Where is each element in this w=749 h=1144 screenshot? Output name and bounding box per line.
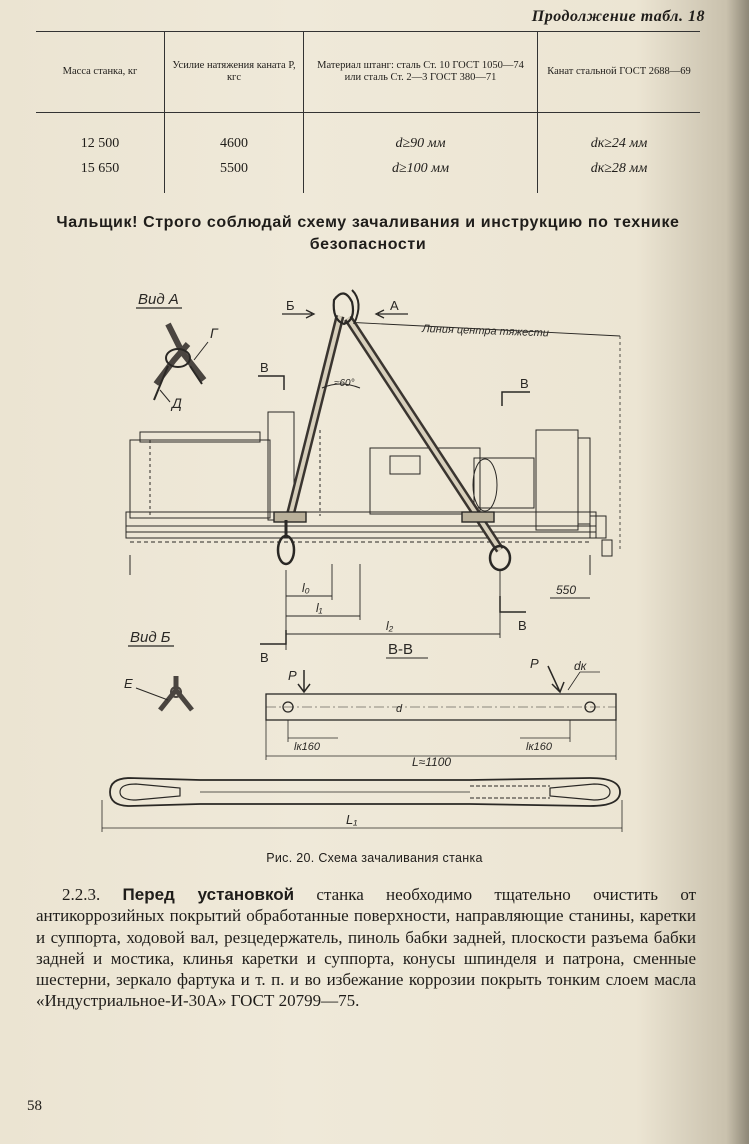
col-header-rod-material: Материал штанг: сталь Ст. 10 ГОСТ 1050—7… — [303, 31, 538, 113]
table-row: 15 650 5500 d≥100 мм dк≥28 мм — [36, 159, 700, 193]
steel-rope-drawing — [101, 777, 623, 832]
table-header-row: Масса станка, кг Усилие натяжения каната… — [36, 31, 700, 113]
cell-rope: dк≥24 мм — [537, 112, 700, 159]
paragraph-number: 2.2.3. — [62, 885, 101, 904]
dim-lk-right: lк160 — [526, 741, 553, 753]
dim-lk-left: lк160 — [294, 741, 321, 753]
section-mark-v1: В — [260, 360, 269, 375]
gravity-line-label: Линия центра тяжести — [421, 323, 549, 339]
view-b-label: Вид Б — [130, 629, 171, 646]
paragraph-text: станка необходимо тщательно очистить от … — [36, 885, 697, 1011]
rod-diameter-label: d — [396, 703, 403, 715]
body-paragraph: 2.2.3. Перед установкой станка необходим… — [36, 884, 696, 1012]
label-a-top: А — [390, 298, 399, 313]
sling-rods — [273, 289, 512, 572]
view-a-label: Вид А — [138, 291, 179, 308]
section-vv-label: В-В — [388, 641, 413, 658]
paragraph-lead: Перед установкой — [122, 885, 295, 904]
page-number: 58 — [27, 1098, 42, 1114]
angle-label: ≈60° — [334, 378, 355, 389]
dimension-lines — [285, 564, 590, 650]
table-continuation-label: Продолжение табл. 18 — [531, 8, 705, 25]
lathe-machine — [125, 411, 613, 575]
label-g: Г — [210, 325, 219, 341]
section-mark-v4: В — [518, 618, 527, 633]
hook-detail-b — [158, 676, 194, 712]
force-label-p2: P — [530, 656, 539, 671]
col-header-mass: Масса станка, кг — [36, 31, 165, 113]
col-header-force: Усилие натяжения каната P, кгс — [164, 31, 304, 113]
rope-diameter-label: dк — [574, 659, 588, 673]
cell-force: 4600 — [164, 112, 304, 159]
cell-mass: 15 650 — [80, 161, 120, 176]
cell-rope: dк≥28 мм — [537, 159, 700, 193]
dim-L1: L₁ — [346, 812, 357, 827]
safety-warning: Чальщик! Строго соблюдай схему зачаливан… — [56, 214, 680, 253]
slinging-diagram: Вид А Г Д Б А Линия центра тяжести — [101, 289, 623, 832]
rod-section-drawing — [265, 665, 617, 760]
label-b-top: Б — [286, 298, 295, 313]
hook-detail-a — [153, 322, 207, 401]
force-label-p1: P — [288, 668, 297, 683]
cell-force: 5500 — [164, 159, 304, 193]
figure-caption: Рис. 20. Схема зачаливания станка — [266, 851, 483, 865]
dim-550: 550 — [556, 583, 576, 597]
label-e: Е — [124, 676, 133, 691]
cell-mass: 12 500 — [80, 136, 120, 151]
section-mark-v3: В — [260, 650, 269, 665]
dim-l0: l₀ — [302, 581, 310, 595]
label-d: Д — [170, 395, 182, 411]
cell-rod: d≥100 мм — [303, 159, 538, 193]
col-header-rope: Канат стальной ГОСТ 2688—69 — [537, 31, 700, 113]
specs-table: Масса станка, кг Усилие натяжения каната… — [36, 31, 700, 193]
dim-l1: l₁ — [316, 601, 323, 615]
table-row: 12 500 4600 d≥90 мм dк≥24 мм — [36, 112, 700, 159]
dim-L: L≈1100 — [412, 755, 451, 769]
section-mark-v2: В — [520, 376, 529, 391]
dim-l2: l₂ — [386, 619, 394, 633]
cell-rod: d≥90 мм — [303, 112, 538, 159]
